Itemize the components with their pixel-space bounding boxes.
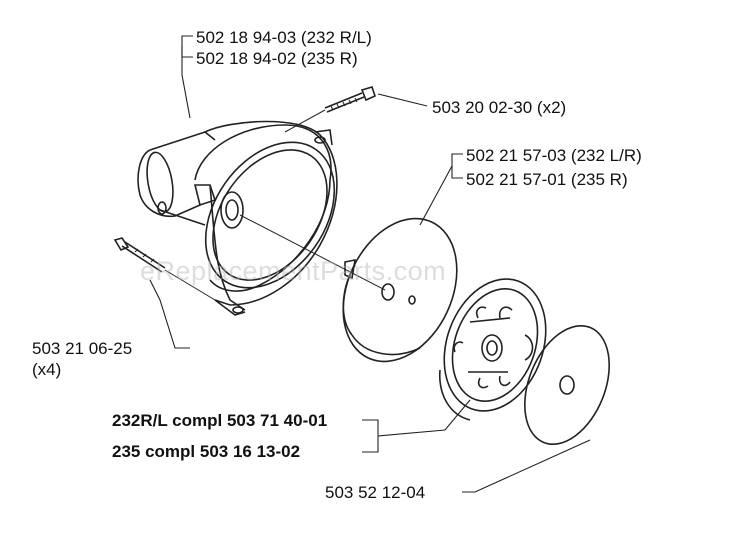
label-side-screw: 503 21 06-25 — [32, 339, 133, 358]
side-screw — [113, 237, 216, 301]
washer — [524, 324, 610, 446]
watermark-text: eReplacementParts.com — [140, 256, 447, 286]
label-compl-235: 235 compl 503 16 13-02 — [112, 442, 301, 461]
clutch-housing — [137, 120, 338, 316]
label-top-screw: 503 20 02-30 (x2) — [432, 98, 567, 117]
label-drum-235: 502 21 57-01 (235 R) — [466, 170, 628, 189]
clutch-shoes — [439, 278, 547, 421]
label-drum-232: 502 21 57-03 (232 L/R) — [466, 146, 642, 165]
top-screw — [284, 86, 376, 133]
label-housing-235: 502 18 94-02 (235 R) — [196, 49, 358, 68]
label-compl-232: 232R/L compl 503 71 40-01 — [112, 411, 328, 430]
clutch-drum — [239, 214, 458, 363]
label-washer: 503 52 12-04 — [325, 483, 426, 502]
label-housing-232: 502 18 94-03 (232 R/L) — [196, 28, 372, 47]
leader-lines — [149, 35, 591, 493]
label-side-screw-qty: (x4) — [32, 360, 62, 379]
